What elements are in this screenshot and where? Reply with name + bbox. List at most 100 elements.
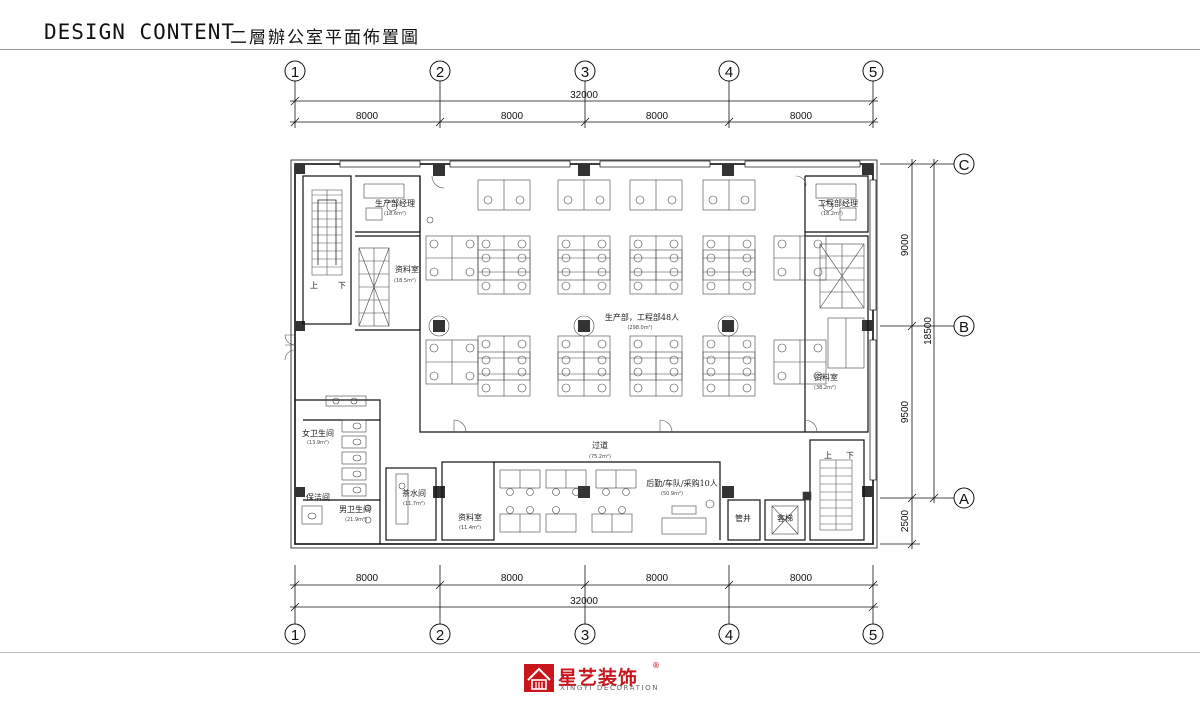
dim-bay-4-top: 8000 [790, 111, 813, 122]
logo-name-en: XINGYI DECORATION [560, 684, 660, 692]
svg-text:4: 4 [725, 627, 733, 644]
room-area-engineering-manager: (18.2m²) [821, 211, 843, 217]
svg-text:1: 1 [291, 64, 299, 81]
dim-bay-3-bottom: 8000 [646, 573, 669, 584]
axis-bubble-1-top: 1 [284, 60, 306, 82]
windows-top [339, 160, 877, 481]
logo-registered-mark: ® [652, 661, 660, 670]
grid-axes-bottom: 1 2 3 4 5 [284, 623, 884, 645]
dim-vertical-3: 2500 [900, 509, 911, 532]
page-subtitle: 二層辦公室平面佈置圖 [230, 28, 420, 48]
workstation-upper-b-1 [557, 249, 611, 295]
wc-fixtures [301, 395, 372, 525]
axis-bubble-3-top: 3 [574, 60, 596, 82]
footer-divider [0, 652, 1200, 653]
column-ring-1 [573, 315, 595, 337]
header-divider [0, 49, 1200, 50]
svg-text:B: B [959, 319, 969, 336]
workstation-clusters [425, 179, 827, 397]
grid-axes-right: C B A [953, 153, 975, 509]
dim-bay-2-top: 8000 [501, 111, 524, 122]
logo-house-icon [524, 664, 554, 692]
svg-text:2: 2 [436, 627, 444, 644]
axis-bubble-4-bottom: 4 [718, 623, 740, 645]
dimension-right [880, 159, 954, 549]
workstation-top-1 [557, 179, 611, 211]
room-label-archive-right: 资料室 [814, 372, 838, 382]
svg-text:5: 5 [869, 64, 877, 81]
room-label-production-manager: 生产部经理 [375, 198, 415, 208]
room-label-engineering-manager: 工程部经理 [818, 198, 858, 208]
axis-bubble-1-bottom: 1 [284, 623, 306, 645]
workstation-lower-b-2 [629, 351, 683, 397]
room-area-archive-right: (38.2m²) [814, 385, 836, 391]
stair-left-down: 下 [338, 281, 346, 290]
dim-vertical-total: 18500 [923, 317, 934, 345]
dim-vertical-2: 9500 [900, 400, 911, 423]
axis-bubble-5-top: 5 [862, 60, 884, 82]
column-ring-0 [428, 315, 450, 337]
workstation-upper-b-2 [629, 249, 683, 295]
dimension-top [290, 81, 878, 128]
office-doors [284, 175, 818, 433]
room-label-corridor: 过道 [592, 440, 608, 450]
floor-plan: 1 2 3 4 5 1 2 3 4 5 C B A 32000 8000 800… [284, 60, 975, 645]
stair-left-up: 上 [310, 281, 318, 290]
room-label-womens-wc: 女卫生间 [302, 428, 334, 438]
stair-right [819, 459, 853, 531]
axis-bubble-2-bottom: 2 [429, 623, 451, 645]
svg-text:A: A [959, 491, 969, 508]
workstation-upper-b-0 [477, 249, 531, 295]
room-area-logistics: (50.9m²) [661, 491, 683, 497]
room-label-logistics: 后勤/车队/采购10人 [646, 478, 718, 488]
svg-text:4: 4 [725, 64, 733, 81]
room-label-archive-bottom: 资料室 [458, 512, 482, 522]
axis-bubble-3-bottom: 3 [574, 623, 596, 645]
dim-bay-1-bottom: 8000 [356, 573, 379, 584]
room-label-main-office: 生产部，工程部48人 [605, 312, 679, 322]
dim-bay-3-top: 8000 [646, 111, 669, 122]
room-label-pantry: 茶水间 [402, 488, 426, 498]
room-area-pantry: (11.7m²) [403, 501, 425, 507]
svg-text:1: 1 [291, 627, 299, 644]
workstation-side-right-lower [773, 339, 827, 385]
room-area-womens-wc: (13.9m²) [307, 440, 329, 446]
axis-bubble-2-top: 2 [429, 60, 451, 82]
axis-bubble-C: C [953, 153, 975, 175]
elevator-mark [771, 491, 812, 535]
workstation-top-2 [629, 179, 683, 211]
page-title: DESIGN CONTENT [44, 20, 236, 44]
svg-text:C: C [959, 157, 970, 174]
stair-left [311, 189, 343, 276]
workstation-upper-b-3 [702, 249, 756, 295]
grid-axes-top: 1 2 3 4 5 [284, 60, 884, 82]
room-area-archive-bottom: (11.4m²) [459, 525, 481, 531]
dim-vertical-1: 9000 [900, 233, 911, 256]
room-label-archive-left: 资料室 [395, 264, 419, 274]
svg-text:3: 3 [581, 64, 589, 81]
workstation-lower-b-0 [477, 351, 531, 397]
dim-bay-2-bottom: 8000 [501, 573, 524, 584]
workstation-top-0 [477, 179, 531, 211]
axis-bubble-B: B [953, 315, 975, 337]
company-logo: 星艺装饰 ® XINGYI DECORATION [524, 661, 674, 693]
workstation-lower-b-3 [702, 351, 756, 397]
room-area-corridor: (75.2m²) [589, 454, 611, 460]
svg-text:5: 5 [869, 627, 877, 644]
room-label-mens-wc: 男卫生间 [339, 504, 371, 514]
room-area-mens-wc: (21.9m²) [345, 517, 367, 523]
svg-text:2: 2 [436, 64, 444, 81]
manager-desk-left [363, 183, 434, 224]
room-area-production-manager: (18.6m²) [384, 211, 406, 217]
dim-bay-1-top: 8000 [356, 111, 379, 122]
workstation-top-3 [702, 179, 756, 211]
archive-shelves-right [819, 243, 865, 369]
workstation-side-right-upper [773, 235, 827, 281]
stair-right-up: 上 [824, 451, 832, 460]
workstation-side-left-lower [425, 339, 479, 385]
logo-name-cn: 星艺装饰 [558, 667, 639, 689]
dim-bay-4-bottom: 8000 [790, 573, 813, 584]
stair-right-down: 下 [846, 451, 854, 460]
room-label-cleaning: 保洁间 [306, 492, 330, 502]
dim-total-bottom: 32000 [570, 596, 598, 607]
